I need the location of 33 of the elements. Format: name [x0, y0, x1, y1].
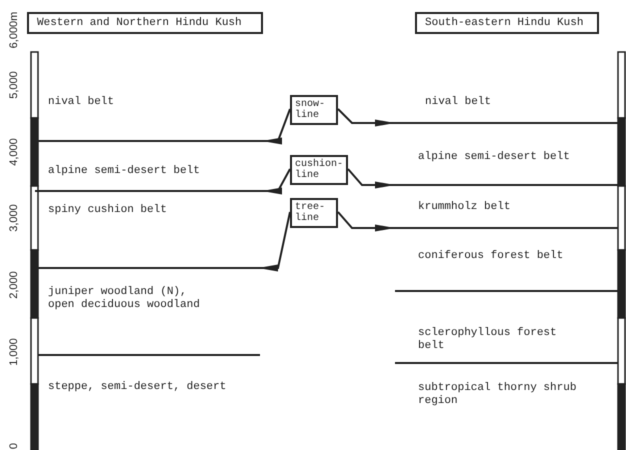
region-heading: Western and Northern Hindu Kush	[27, 12, 263, 34]
altitude-tick-label: 0	[8, 442, 20, 450]
vegetation-belt-label: sclerophyllous forest belt	[418, 327, 558, 353]
arrow	[262, 168, 291, 194]
vegetation-belt-label: coniferous forest belt	[418, 250, 564, 263]
boundary-line	[395, 227, 618, 229]
altitude-tick-label: 2,000	[8, 271, 20, 299]
arrow	[258, 212, 291, 272]
boundary-line	[395, 184, 618, 186]
altitude-tick-label: 6,000m	[8, 12, 20, 48]
boundary-line	[395, 122, 618, 124]
region-heading: South-eastern Hindu Kush	[415, 12, 599, 34]
altitude-tick-label: 5,000	[8, 71, 20, 99]
altitude-tick-label: 3,000	[8, 204, 20, 232]
vegetation-belt-label: alpine semi-desert belt	[418, 151, 571, 164]
altitude-tick-label: 1,000	[8, 338, 20, 366]
limit-label-box: snow- line	[290, 95, 338, 125]
vegetation-belt-label: juniper woodland (N), open deciduous woodland	[48, 286, 201, 312]
altitude-tick-label: 4,000	[8, 138, 20, 166]
boundary-line	[35, 190, 262, 192]
vegetation-belt-label: nival belt	[425, 96, 492, 109]
vegetation-belt-label: alpine semi-desert belt	[48, 165, 201, 178]
arrow	[347, 168, 395, 188]
vegetation-belt-label: spiny cushion belt	[48, 204, 168, 217]
vegetation-belt-label: subtropical thorny shrub region	[418, 382, 578, 408]
vegetation-belt-label: nival belt	[48, 96, 116, 109]
vegetation-belt-label: steppe, semi-desert, desert	[48, 381, 228, 394]
vegetation-belt-label: krummholz belt	[418, 201, 512, 214]
arrow	[337, 211, 395, 232]
limit-label-box: tree- line	[290, 198, 338, 228]
arrow	[262, 108, 291, 144]
arrow	[337, 108, 395, 126]
limit-label-box: cushion- line	[290, 155, 348, 185]
